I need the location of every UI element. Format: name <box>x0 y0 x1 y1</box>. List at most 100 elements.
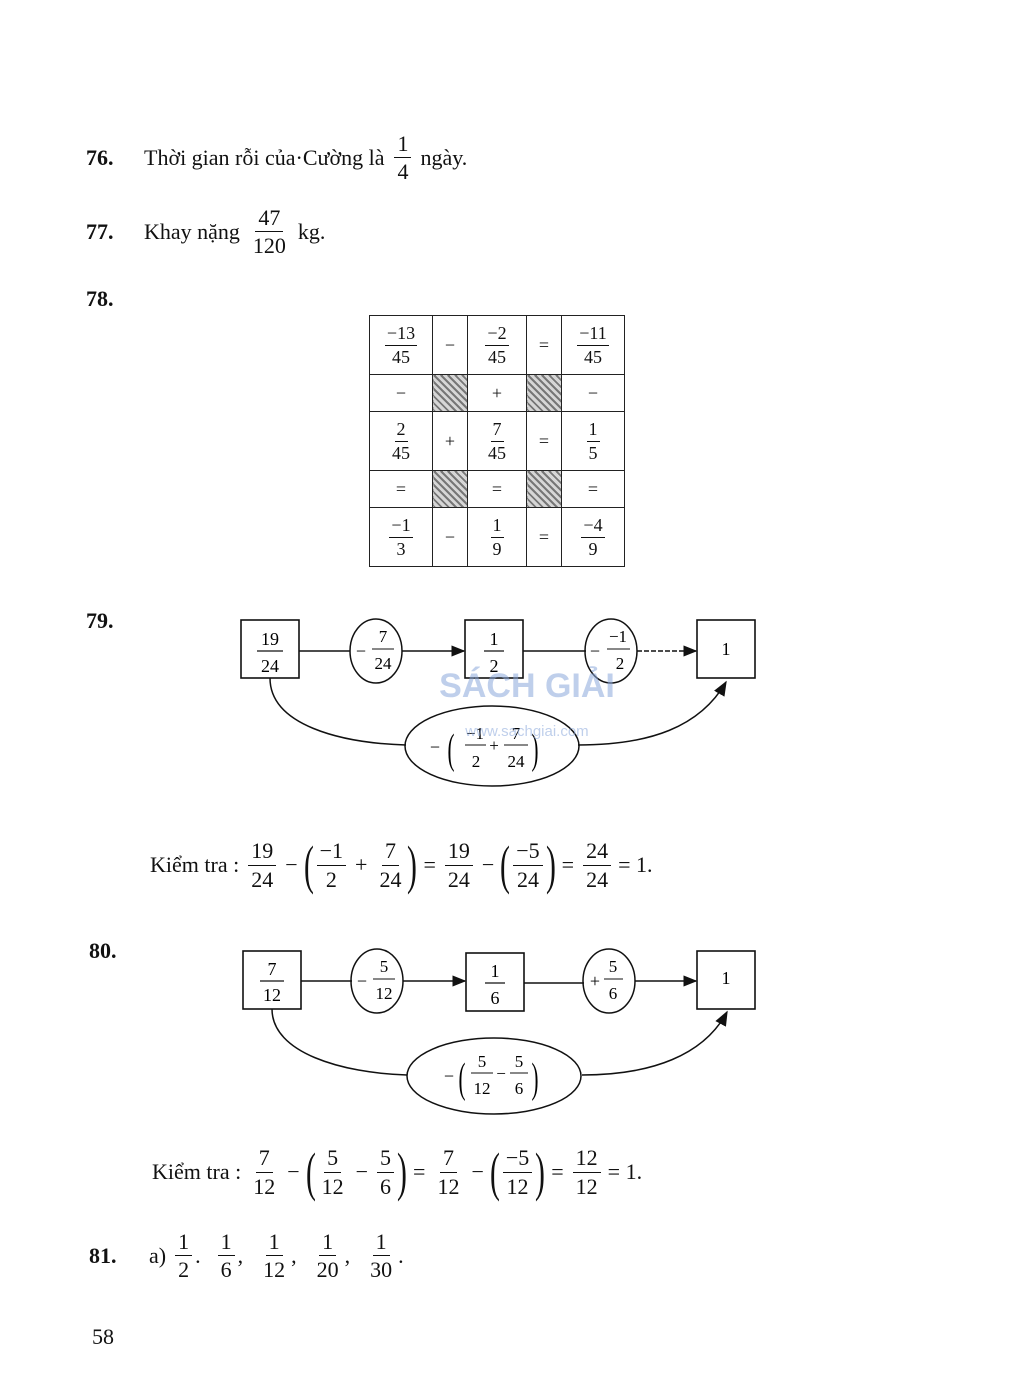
middle-box <box>465 952 525 1012</box>
loop-op: + <box>489 736 499 755</box>
grid-shaded-cell <box>432 470 468 508</box>
loop-oval <box>406 1037 582 1115</box>
svg-text:): ) <box>532 726 539 773</box>
paren: ( <box>305 1142 316 1202</box>
operator: = <box>551 1159 564 1184</box>
grid-operator-cell: = <box>561 470 625 508</box>
grid-operator-cell: = <box>467 470 527 508</box>
operator: + <box>355 852 368 877</box>
operator: = <box>561 852 575 877</box>
loop-op: − <box>496 1064 506 1083</box>
loop-arrow <box>577 680 727 746</box>
watermark-brand: SÁCH GIẢI <box>439 667 615 705</box>
operator: − <box>355 1159 369 1184</box>
loop-num: 7 <box>512 724 521 743</box>
loop-arrow <box>581 1010 728 1076</box>
grid-operator-cell: − <box>369 374 433 412</box>
part-label: a) <box>149 1242 167 1268</box>
grid-shaded-cell <box>526 374 562 412</box>
flow-diagram-80: 7 12 − 5 12 1 6 + 5 6 1 − ( 5 12 − 5 6 ) <box>242 948 756 1115</box>
paren: ( <box>489 1142 500 1202</box>
problem-text: Khay nặng <box>144 218 240 244</box>
flow-diagram-79: 19 24 − 7 24 1 2 − −1 2 1 − ( −1 2 + 7 2… <box>240 618 756 787</box>
end-box <box>696 619 756 679</box>
loop-sign: − <box>430 737 440 757</box>
page-number: 58 <box>92 1324 114 1349</box>
middle-box <box>464 619 524 679</box>
grid-shaded-cell <box>432 374 468 412</box>
paren: ( <box>500 835 511 895</box>
grid-operator-cell: = <box>526 315 562 375</box>
operator: − <box>471 1159 484 1184</box>
problem-number: 80. <box>89 938 117 963</box>
paren: ) <box>545 835 556 895</box>
separator: . <box>195 1242 201 1268</box>
operator: − <box>285 852 298 877</box>
svg-text:(: ( <box>459 1055 466 1102</box>
grid-row: −+− <box>369 374 625 412</box>
operator: = <box>423 852 436 877</box>
operator-den: 2 <box>616 654 625 673</box>
middle-den: 6 <box>491 988 500 1008</box>
problem-number: 81. <box>89 1242 117 1268</box>
svg-text:): ) <box>532 1055 539 1102</box>
paren: ( <box>303 835 314 895</box>
end-value: 1 <box>722 639 731 659</box>
start-num: 7 <box>268 959 277 979</box>
loop-num: −1 <box>466 724 484 743</box>
paren: ) <box>407 835 418 895</box>
operator-num: 7 <box>379 627 388 646</box>
problem-number: 78. <box>86 286 114 311</box>
check-label: Kiểm tra : <box>152 1159 242 1184</box>
unit-text: kg. <box>297 218 326 244</box>
loop-den: 6 <box>515 1079 524 1098</box>
watermark-url: www.sachgiai.com <box>464 723 588 740</box>
operator-num: 5 <box>380 957 389 976</box>
operator: = <box>413 1159 426 1184</box>
operator: − <box>481 852 495 877</box>
end-box <box>696 950 756 1010</box>
grid-operator-cell: = <box>369 470 433 508</box>
grid-operator-cell: + <box>467 374 527 412</box>
operator-sign: − <box>357 971 367 991</box>
loop-arrow <box>271 1008 408 1076</box>
middle-num: 1 <box>490 629 499 649</box>
problem-number: 76. <box>86 144 114 170</box>
operator: − <box>287 1159 300 1184</box>
separator: , <box>291 1242 297 1268</box>
grid-operator-cell: − <box>432 315 468 375</box>
problem-text: Thời gian rỗi của·Cường là <box>144 144 385 170</box>
loop-den: 2 <box>472 752 481 771</box>
check-label: Kiểm tra : <box>150 852 240 877</box>
unit-text: ngày. <box>420 144 468 170</box>
start-num: 19 <box>261 629 279 649</box>
problem-number: 79. <box>86 608 114 633</box>
